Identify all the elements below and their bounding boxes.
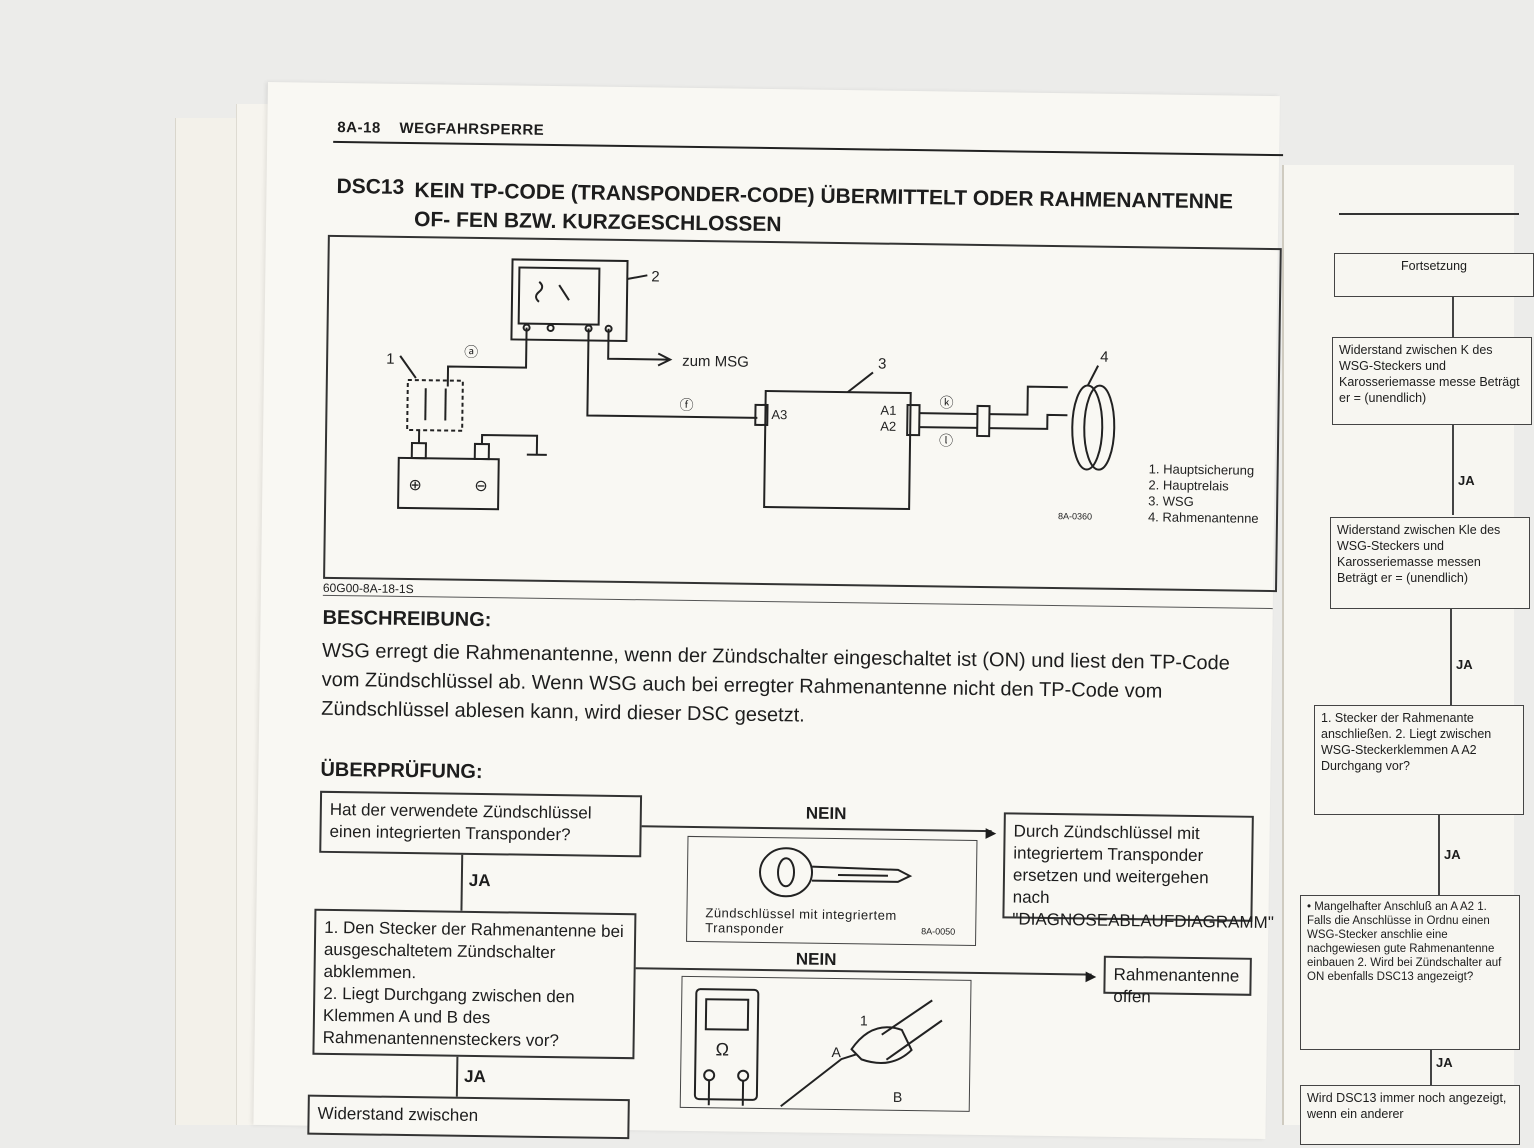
- ohmmeter-icon: Ω 1 A B: [681, 977, 971, 1111]
- question-1-text: Hat der verwendete Zündschlüssel einen i…: [329, 800, 591, 844]
- rp-box-4: • Mangelhafter Anschluß an A A2 1. Falls…: [1300, 895, 1520, 1050]
- rp-continue-box: Fortsetzung: [1334, 253, 1534, 297]
- arrow-head: ▶: [985, 824, 996, 841]
- dsc-title: KEIN TP-CODE (TRANSPONDER-CODE) ÜBERMITT…: [414, 176, 1275, 246]
- rp-continue-label: Fortsetzung: [1401, 259, 1467, 273]
- description-text: WSG erregt die Rahmenantenne, wenn der Z…: [321, 637, 1272, 737]
- terminal-a3: A3: [771, 407, 787, 422]
- description-heading: BESCHREIBUNG:: [322, 607, 491, 632]
- relay-coil: [536, 282, 542, 302]
- no-label-1: NEIN: [806, 804, 847, 825]
- callout-2: 2: [651, 268, 660, 285]
- main-fuse: [407, 380, 463, 431]
- terminal-a2: A2: [880, 419, 896, 434]
- rp-box-2: Widerstand zwischen Kle des WSG-Steckers…: [1330, 517, 1530, 609]
- right-page-rule: [1339, 213, 1519, 215]
- diagram-code: 8A-0360: [1058, 511, 1092, 521]
- page-header: 8A-18 WEGFAHRSPERRE: [337, 119, 558, 139]
- ohm-symbol: Ω: [715, 1039, 729, 1059]
- flow-line-yes1: [460, 855, 463, 911]
- yes-label-2: JA: [464, 1067, 486, 1087]
- callout-3: 3: [878, 356, 887, 373]
- callout-1: 1: [386, 351, 395, 368]
- terminal-a-label: A: [831, 1044, 841, 1060]
- callout-4: 4: [1100, 349, 1109, 366]
- key-illustration: Zündschlüssel mit integriertem Transpond…: [686, 836, 977, 946]
- question-2-step-1: 1. Den Stecker der Rahmenantenne bei aus…: [323, 917, 626, 987]
- rp-arrow: [1450, 609, 1452, 705]
- svg-text:⊖: ⊖: [474, 478, 488, 495]
- question-3-text: Widerstand zwischen: [317, 1104, 478, 1125]
- inspection-heading: ÜBERPRÜFUNG:: [320, 759, 483, 784]
- figure-rule: [323, 595, 1273, 609]
- legend-4: 4. Rahmenantenne: [1148, 509, 1259, 526]
- figure-id: 60G00-8A-18-1S: [323, 581, 414, 596]
- no-label-2: NEIN: [796, 949, 837, 970]
- dsc-code: DSC13: [336, 175, 404, 200]
- legend-3: 3. WSG: [1148, 493, 1194, 509]
- right-facing-page: Fortsetzung Widerstand zwischen K des WS…: [1282, 165, 1514, 1125]
- terminal-a1: A1: [880, 403, 896, 418]
- rp-arrow: [1430, 1050, 1432, 1086]
- ohmmeter-illustration: Ω 1 A B: [680, 976, 972, 1112]
- rp-ja-label: JA: [1444, 847, 1461, 862]
- action-2-box: Rahmenantenne offen: [1103, 956, 1252, 996]
- wiring-diagram: zum MSG 2 1 3 4 A3 A1 A2 ⓐ ⓕ ⓚ ⓛ ⊕ ⊖ 1. …: [323, 235, 1282, 592]
- terminal-b-label: B: [893, 1089, 903, 1105]
- question-1-box: Hat der verwendete Zündschlüssel einen i…: [319, 791, 642, 857]
- page-number: 8A-18: [337, 119, 381, 137]
- rp-box-3: 1. Stecker der Rahmenante anschließen. 2…: [1314, 705, 1524, 815]
- rp-box-5: Wird DSC13 immer noch angezeigt, wenn ei…: [1300, 1085, 1520, 1145]
- manual-page: 8A-18 WEGFAHRSPERRE DSC13 KEIN TP-CODE (…: [253, 82, 1279, 1139]
- rp-arrow: [1452, 425, 1454, 515]
- flow-line-no1: [642, 825, 992, 832]
- svg-text:⊕: ⊕: [408, 477, 422, 494]
- rp-arrow: [1438, 815, 1440, 895]
- header-rule: [333, 141, 1283, 156]
- question-2-box: 1. Den Stecker der Rahmenantenne bei aus…: [312, 909, 636, 1059]
- action-2-text: Rahmenantenne offen: [1113, 965, 1239, 1007]
- rp-box-1: Widerstand zwischen K des WSG-Steckers u…: [1332, 337, 1532, 425]
- action-1-box: Durch Zündschlüssel mit integriertem Tra…: [1002, 812, 1253, 921]
- wire-label-f: ⓕ: [679, 397, 693, 413]
- rp-ja-label: JA: [1436, 1055, 1453, 1070]
- question-2-step-2: 2. Liegt Durchgang zwischen den Klemmen …: [323, 983, 626, 1053]
- section-title: WEGFAHRSPERRE: [399, 120, 544, 139]
- wiring-diagram-svg: zum MSG 2 1 3 4 A3 A1 A2 ⓐ ⓕ ⓚ ⓛ ⊕ ⊖ 1. …: [325, 237, 1280, 590]
- rp-ja-label: JA: [1458, 473, 1475, 488]
- wire-label-a: ⓐ: [464, 344, 478, 360]
- connector-callout-1: 1: [860, 1012, 868, 1028]
- key-code: 8A-0050: [921, 926, 955, 936]
- to-msg-label: zum MSG: [682, 353, 749, 371]
- wire-label-l: ⓛ: [939, 432, 953, 448]
- arrow-head: ▶: [1085, 968, 1096, 985]
- yes-label-1: JA: [469, 871, 491, 891]
- rp-arrow: [1452, 297, 1454, 337]
- legend-1: 1. Hauptsicherung: [1149, 461, 1255, 477]
- legend-2: 2. Hauptrelais: [1148, 477, 1229, 493]
- flow-line-no2: [636, 967, 1092, 975]
- rp-ja-label: JA: [1456, 657, 1473, 672]
- flow-line-yes2: [456, 1057, 459, 1097]
- question-3-box: Widerstand zwischen: [307, 1095, 630, 1139]
- wire-label-k: ⓚ: [939, 394, 953, 410]
- action-1-text: Durch Zündschlüssel mit integriertem Tra…: [1012, 821, 1274, 932]
